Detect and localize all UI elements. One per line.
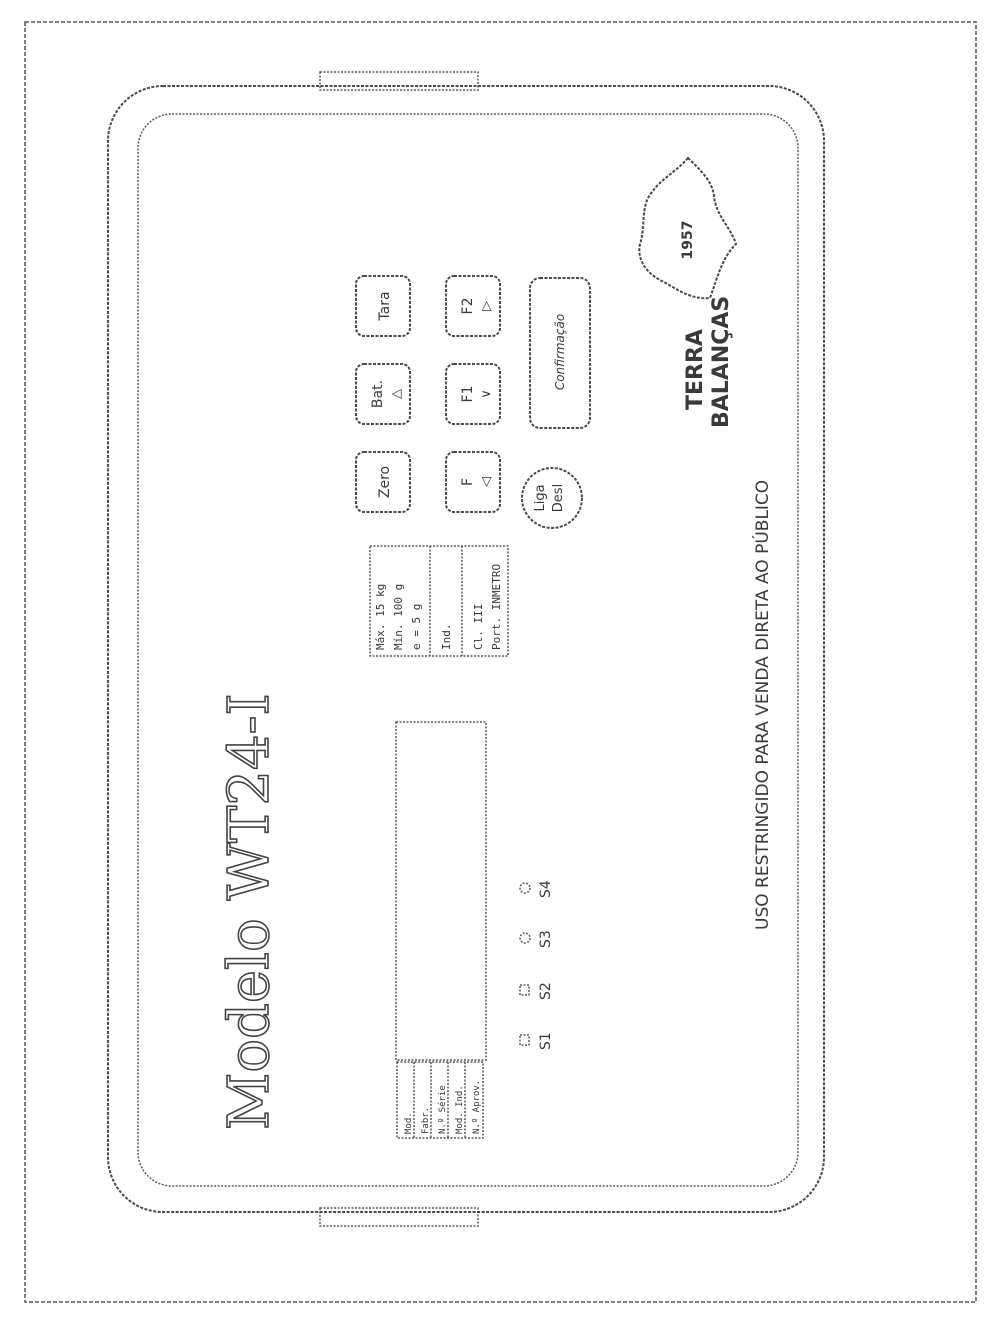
bottom-mounting-tab [319, 1207, 479, 1227]
key-4[interactable]: F◁ [445, 451, 501, 513]
key-label: F2 [460, 298, 476, 315]
key-6[interactable]: F2▷ [445, 275, 501, 337]
id-plate-row: N.º Aprov. [472, 1080, 482, 1134]
indicator-s4: S4 [519, 880, 554, 898]
key-arrow-icon: ∨ [479, 389, 494, 399]
id-plate-row: N.º Série [437, 1085, 448, 1134]
housing-outer-outline [107, 85, 825, 1213]
spec-plate-row: Port. INMETRO [490, 564, 503, 650]
key-label: Bat. [370, 380, 386, 408]
brand-line1: TERRA [683, 329, 708, 410]
key-3[interactable]: Tara [355, 275, 411, 337]
key-label: Zero [377, 466, 393, 498]
spec-plate [369, 545, 509, 657]
confirm-label: Confirmação [553, 314, 567, 390]
confirm-wide-button[interactable]: Confirmação [529, 277, 591, 429]
indicator-s3: S3 [519, 930, 554, 948]
key-1[interactable]: Zero [355, 451, 411, 513]
spec-plate-row: Ind. [440, 624, 453, 651]
id-plate-row: Fabr. [421, 1107, 431, 1134]
indicator-label: S3 [538, 930, 554, 948]
id-plate-row: Mod. [404, 1112, 414, 1134]
spec-plate-row: Mín. 100 g [392, 584, 405, 650]
spec-plate-row: e = 5 g [410, 604, 423, 650]
on-off-label-line2: Desl [551, 484, 566, 512]
id-plate-row: Mod. Ind. [455, 1085, 465, 1134]
spec-plate-row: Máx. 15 kg [374, 584, 387, 650]
key-label: F1 [460, 386, 476, 403]
spec-plate-row: Cl. III [472, 604, 485, 650]
logo-year: 1957 [680, 221, 696, 260]
indicator-label: S2 [538, 982, 554, 1000]
indicator-s2: S2 [519, 982, 554, 1000]
indicator-s1: S1 [519, 1032, 554, 1050]
key-arrow-icon: △ [389, 389, 404, 399]
brazil-map-logo-icon: 1957 [638, 156, 738, 300]
key-arrow-icon: ◁ [479, 477, 494, 487]
usage-restriction-text: USO RESTRINGIDO PARA VENDA DIRETA AO PÚB… [751, 480, 773, 930]
housing-inner-outline [137, 113, 799, 1187]
brand-line2: BALANÇAS [709, 296, 734, 428]
key-arrow-icon: ▷ [479, 301, 494, 311]
indicator-label: S1 [538, 1032, 554, 1050]
key-label: Tara [377, 291, 393, 321]
key-2[interactable]: Bat.△ [355, 363, 411, 425]
key-5[interactable]: F1∨ [445, 363, 501, 425]
on-off-button[interactable]: Liga Desl [521, 467, 583, 529]
top-mounting-tab [319, 71, 479, 91]
key-label: F [460, 478, 476, 486]
page-border [24, 21, 977, 1303]
model-title: Modelo WT24-I [217, 693, 282, 1130]
indicator-label: S4 [538, 880, 554, 898]
id-plate [396, 1061, 484, 1139]
display-window [395, 721, 487, 1061]
on-off-label-line1: Liga [533, 484, 548, 511]
